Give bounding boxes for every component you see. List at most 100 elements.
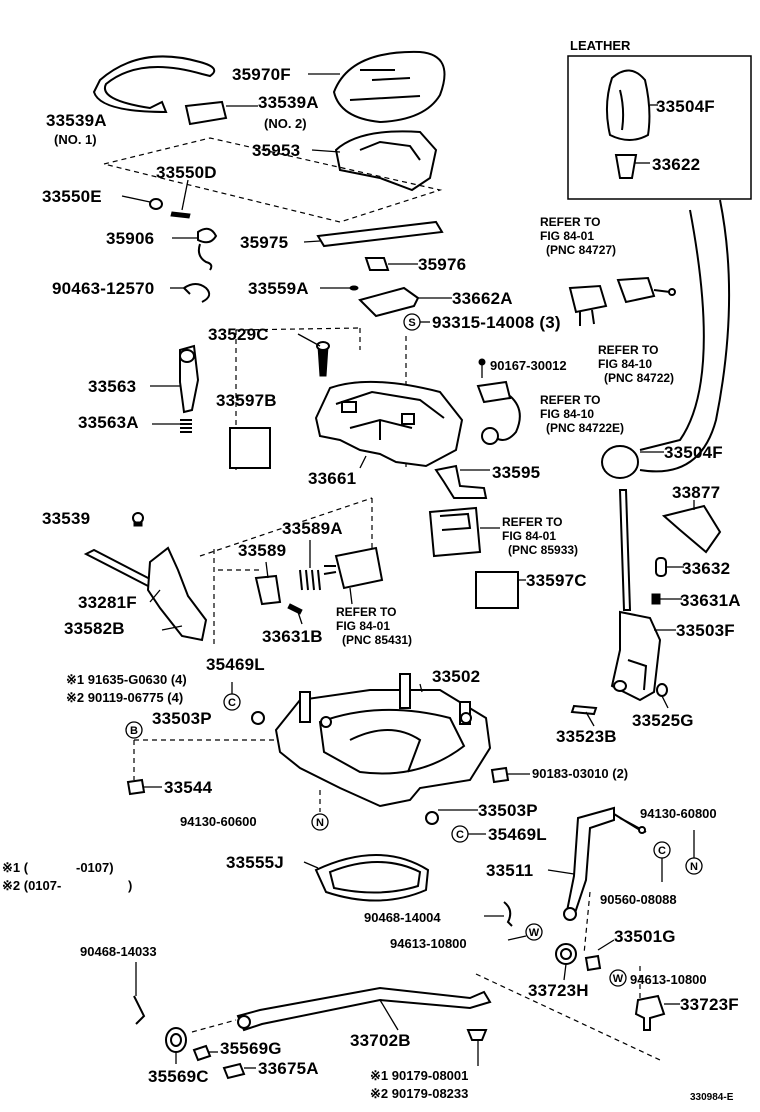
ref5-line2: FIG 84-01 bbox=[336, 619, 390, 633]
label-33723f: 33723F bbox=[680, 995, 739, 1014]
label-94613-10800-2: 94613-10800 bbox=[630, 972, 707, 987]
label-33503f: 33503F bbox=[676, 621, 735, 640]
label-33555j: 33555J bbox=[226, 853, 284, 872]
label-94130-60600: 94130-60600 bbox=[180, 814, 257, 829]
note-1-end: -0107) bbox=[76, 860, 114, 875]
label-90179-08233: ※2 90179-08233 bbox=[370, 1086, 468, 1101]
ref3-line3: (PNC 84722E) bbox=[546, 421, 624, 435]
lever-body bbox=[610, 610, 662, 702]
label-33539a-no2: 33539A bbox=[258, 93, 319, 112]
label-33589a: 33589A bbox=[282, 519, 343, 538]
label-90463-12570: 90463-12570 bbox=[52, 279, 154, 298]
label-33662a: 33662A bbox=[452, 289, 513, 308]
label-94130-60800: 94130-60800 bbox=[640, 806, 717, 821]
label-33502: 33502 bbox=[432, 667, 480, 686]
note-2-start: ※2 (0107- bbox=[2, 878, 61, 893]
label-33525g: 33525G bbox=[632, 711, 694, 730]
ref1-line1: REFER TO bbox=[540, 215, 600, 229]
label-94613-10800: 94613-10800 bbox=[390, 936, 467, 951]
label-33632: 33632 bbox=[682, 559, 730, 578]
label-35906: 35906 bbox=[106, 229, 154, 248]
marker-c2: C bbox=[456, 829, 464, 841]
label-33589: 33589 bbox=[238, 541, 286, 560]
label-33281f: 33281F bbox=[78, 593, 137, 612]
label-33559a: 33559A bbox=[248, 279, 309, 298]
label-35976: 35976 bbox=[418, 255, 466, 274]
label-33539: 33539 bbox=[42, 509, 90, 528]
shift-solenoid bbox=[334, 546, 384, 590]
marker-b: B bbox=[130, 725, 138, 737]
ref5-line3: (PNC 85431) bbox=[342, 633, 412, 647]
mid-assembly: S bbox=[150, 313, 490, 499]
refer-notes: REFER TO FIG 84-01 (PNC 84727) REFER TO … bbox=[336, 215, 674, 647]
connectors-top bbox=[476, 276, 676, 445]
marker-c3: C bbox=[658, 845, 666, 857]
indicator-plate bbox=[332, 50, 446, 124]
label-33501g: 33501G bbox=[614, 927, 676, 946]
marker-n1: N bbox=[316, 817, 324, 829]
ref1-line2: FIG 84-01 bbox=[540, 229, 594, 243]
ref1-line3: (PNC 84727) bbox=[546, 243, 616, 257]
ref3-line1: REFER TO bbox=[540, 393, 600, 407]
marker-c1: C bbox=[228, 697, 236, 709]
part-labels: 33539A (NO. 1) 33539A (NO. 2) 35970F 359… bbox=[42, 65, 741, 1101]
ref4-line2: FIG 84-01 bbox=[502, 529, 556, 543]
label-33675a: 33675A bbox=[258, 1059, 319, 1078]
label-33631a: 33631A bbox=[680, 591, 741, 610]
ref5-line1: REFER TO bbox=[336, 605, 396, 619]
label-90468-14004: 90468-14004 bbox=[364, 910, 441, 925]
label-33563: 33563 bbox=[88, 377, 136, 396]
leather-box: LEATHER bbox=[567, 38, 752, 200]
label-33631b: 33631B bbox=[262, 627, 323, 646]
label-35469l-2: 35469L bbox=[488, 825, 547, 844]
ref4-line1: REFER TO bbox=[502, 515, 562, 529]
label-33550d: 33550D bbox=[156, 163, 217, 182]
marker-w2: W bbox=[613, 973, 624, 985]
top-left-parts bbox=[92, 50, 452, 318]
shift-rod bbox=[236, 986, 492, 1032]
label-33597c: 33597C bbox=[526, 571, 587, 590]
ring-clip bbox=[92, 55, 216, 114]
label-33504f: 33504F bbox=[664, 443, 723, 462]
label-35569g: 35569G bbox=[220, 1039, 282, 1058]
label-33544: 33544 bbox=[164, 778, 213, 797]
leather-label: LEATHER bbox=[570, 38, 631, 53]
arrow-curve bbox=[639, 209, 705, 451]
label-33595: 33595 bbox=[492, 463, 540, 482]
label-33503p: 33503P bbox=[152, 709, 212, 728]
label-35953: 35953 bbox=[252, 141, 300, 160]
label-90179-08001: ※1 90179-08001 bbox=[370, 1068, 468, 1083]
clip-block bbox=[184, 100, 228, 126]
label-33622: 33622 bbox=[652, 155, 700, 174]
label-33539a-no1: 33539A bbox=[46, 111, 107, 130]
label-33511: 33511 bbox=[486, 861, 533, 880]
label-90119: ※2 90119-06775 (4) bbox=[66, 690, 183, 705]
label-no1: (NO. 1) bbox=[54, 132, 97, 147]
label-33702b: 33702B bbox=[350, 1031, 411, 1050]
label-no2: (NO. 2) bbox=[264, 116, 307, 131]
ref3-line2: FIG 84-10 bbox=[540, 407, 594, 421]
label-93315-14008: 93315-14008 (3) bbox=[432, 313, 561, 332]
label-91635: ※1 91635-G0630 (4) bbox=[66, 672, 187, 687]
label-35975: 35975 bbox=[240, 233, 288, 252]
label-33563a: 33563A bbox=[78, 413, 139, 432]
ref2-line1: REFER TO bbox=[598, 343, 658, 357]
ref2-line2: FIG 84-10 bbox=[598, 357, 652, 371]
base-assembly: C B N bbox=[125, 673, 530, 831]
label-33529c: 33529C bbox=[208, 325, 269, 344]
label-90560-08088: 90560-08088 bbox=[600, 892, 677, 907]
label-33523b: 33523B bbox=[556, 727, 617, 746]
label-33550e: 33550E bbox=[42, 187, 102, 206]
label-33597b: 33597B bbox=[216, 391, 277, 410]
indicator-housing bbox=[334, 130, 438, 192]
label-33582b: 33582B bbox=[64, 619, 125, 638]
control-arm bbox=[564, 806, 615, 917]
marker-s: S bbox=[408, 317, 415, 329]
label-33723h: 33723H bbox=[528, 981, 589, 1000]
marker-n2: N bbox=[690, 861, 698, 873]
label-35469l: 35469L bbox=[206, 655, 265, 674]
label-33877: 33877 bbox=[672, 483, 720, 502]
left-lower bbox=[83, 497, 526, 644]
knob-sphere bbox=[601, 445, 639, 479]
